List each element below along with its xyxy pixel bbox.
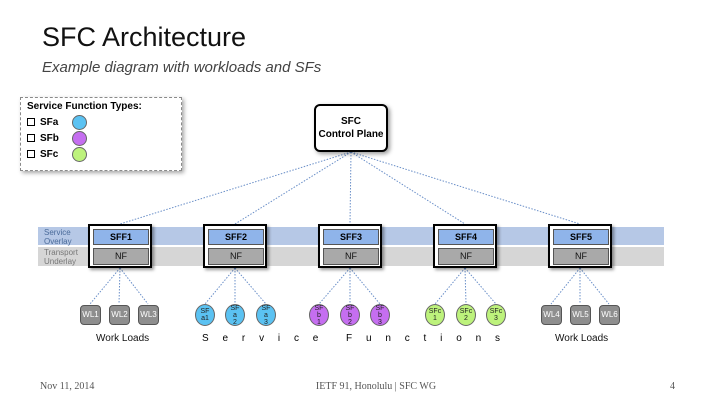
workload-wl6: WL6	[599, 305, 620, 325]
sff4-node: SFF4 NF	[433, 224, 497, 268]
legend-item-sfc: SFc	[27, 147, 87, 163]
workload-wl3: WL3	[138, 305, 159, 325]
sff5-child-link-3	[579, 267, 610, 305]
workload-wl2: WL2	[109, 305, 130, 325]
sff2-child-link-1	[204, 267, 236, 305]
slide-title: SFC Architecture	[42, 22, 247, 52]
sff2-child-link-3	[234, 267, 267, 305]
sff4-child-link-1	[434, 267, 466, 305]
service-functions-label: S e r v i c e F u n c t i o n s	[202, 333, 500, 344]
legend-title: Service Function Types:	[27, 101, 142, 112]
control-link-sff5	[350, 151, 581, 225]
work-loads-label-right: Work Loads	[555, 333, 609, 344]
footer-date: Nov 11, 2014	[40, 381, 95, 392]
sff5-child-link-1	[550, 267, 581, 305]
slide-subtitle: Example diagram with workloads and SFs	[42, 59, 322, 76]
legend-item-sfb: SFb	[27, 131, 87, 147]
sff5-node: SFF5 NF	[548, 224, 612, 268]
checkbox-icon	[27, 150, 35, 159]
workload-wl5: WL5	[570, 305, 591, 325]
checkbox-icon	[27, 118, 35, 127]
sfb-dot-icon	[72, 131, 87, 146]
control-link-sff4	[350, 151, 466, 225]
sff1-node: SFF1 NF	[88, 224, 152, 268]
checkbox-icon	[27, 134, 35, 143]
page-number: 4	[670, 381, 675, 392]
sff4-child-link-2	[464, 267, 467, 305]
work-loads-label-left: Work Loads	[96, 333, 150, 344]
sff2-node: SFF2 NF	[203, 224, 267, 268]
workload-wl1: WL1	[80, 305, 101, 325]
control-link-sff3	[349, 151, 352, 225]
footer-event: IETF 91, Honolulu | SFC WG	[315, 381, 437, 392]
sff3-child-link-1	[318, 267, 351, 305]
legend-box: Service Function Types: SFa SFb SFc	[20, 97, 182, 171]
sff4-child-link-3	[464, 267, 497, 305]
sfa-dot-icon	[72, 115, 87, 130]
legend-item-sfa: SFa	[27, 115, 87, 131]
sfc-dot-icon	[72, 147, 87, 162]
control-link-sff1	[119, 151, 352, 225]
control-link-sff2	[234, 151, 352, 225]
sff1-child-link-3	[119, 267, 149, 305]
sff1-child-link-1	[89, 267, 121, 305]
workload-wl4: WL4	[541, 305, 562, 325]
sff3-node: SFF3 NF	[318, 224, 382, 268]
sff3-child-link-3	[349, 267, 381, 305]
sff1-child-link-2	[118, 267, 121, 305]
